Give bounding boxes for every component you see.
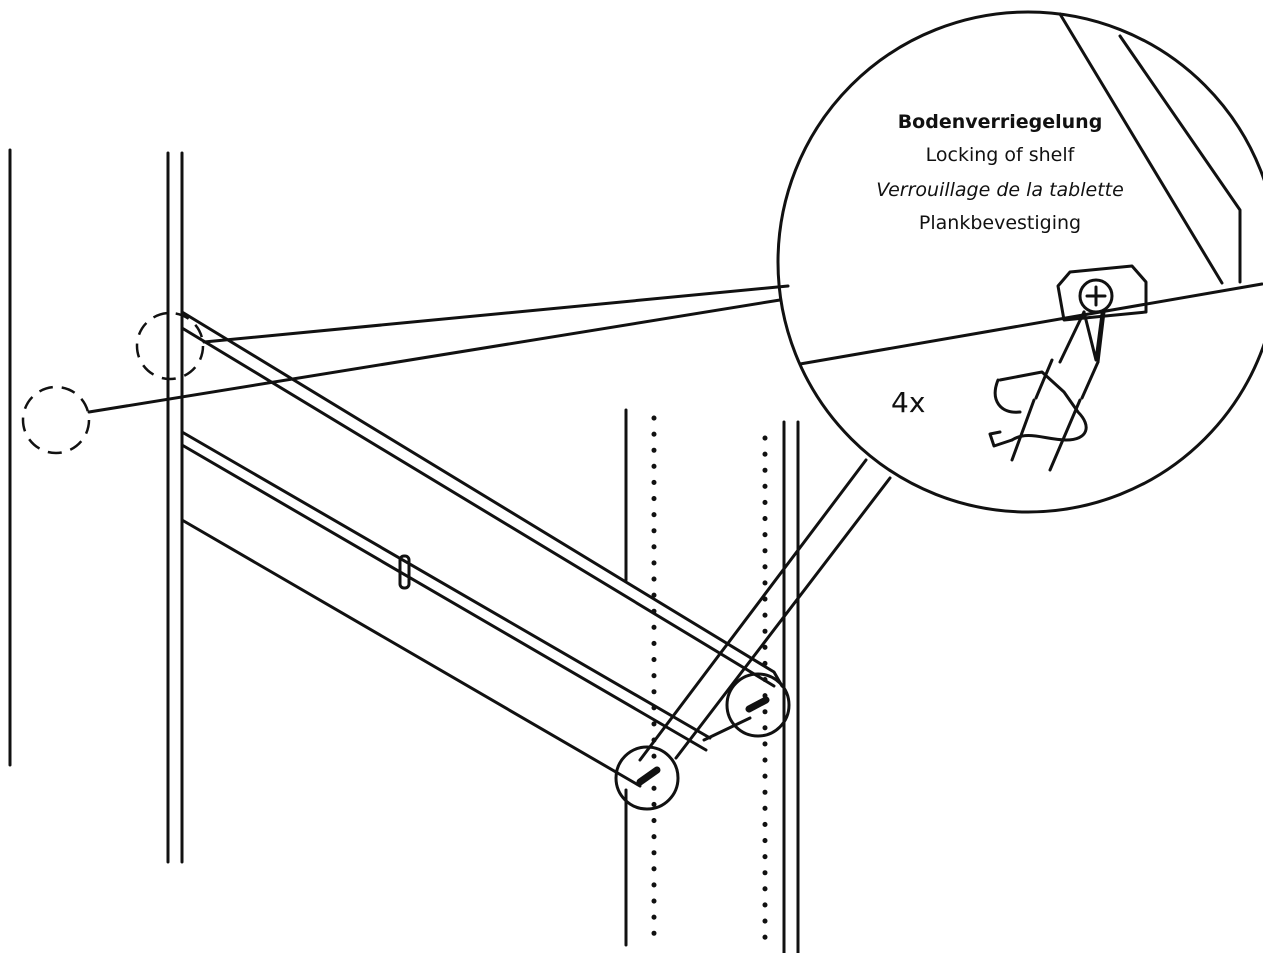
lock-clip-back bbox=[745, 696, 770, 713]
lock-clip-front bbox=[636, 766, 661, 786]
callout-line-3 bbox=[638, 458, 868, 762]
screwdriver-shaft bbox=[1034, 358, 1100, 400]
lock-position-circle-back bbox=[725, 672, 791, 738]
shelf-top-front-edge bbox=[180, 326, 776, 688]
screw-head bbox=[1078, 278, 1114, 314]
callout-label-en: Locking of shelf bbox=[925, 144, 1075, 166]
screw-cross-slot bbox=[1085, 285, 1107, 307]
shelf-corner-edge bbox=[702, 716, 752, 742]
callout-label-nl: Plankbevestiging bbox=[918, 212, 1082, 234]
shelf-pin bbox=[398, 554, 411, 590]
shelf-front-top-edge bbox=[180, 430, 712, 740]
locator-circle-lower bbox=[21, 385, 91, 455]
locking-bracket bbox=[1056, 264, 1148, 322]
hand-turning bbox=[998, 370, 1088, 442]
shelf-bottom-edge bbox=[180, 518, 642, 788]
screwdriver-bit bbox=[1082, 310, 1104, 362]
locator-circle-upper bbox=[135, 311, 205, 381]
rotation-arrow-icon bbox=[988, 430, 1014, 448]
detail-panel-edge-2 bbox=[1118, 34, 1242, 284]
detail-panel-edge-1 bbox=[1058, 12, 1224, 285]
callout-line-2 bbox=[87, 298, 782, 414]
detail-shelf-edge bbox=[798, 282, 1263, 366]
callout-line-1 bbox=[202, 284, 790, 344]
lock-position-circle-front bbox=[614, 745, 680, 811]
shelf-front-bottom-edge bbox=[180, 443, 708, 752]
hand-thumb bbox=[993, 378, 1022, 414]
screwdriver-handle bbox=[1010, 398, 1082, 472]
callout-label-de: Bodenverriegelung bbox=[897, 111, 1103, 133]
detail-magnifier-circle bbox=[776, 10, 1263, 514]
screwdriver-tip bbox=[1058, 310, 1106, 364]
quantity-label: 4x bbox=[891, 386, 926, 419]
callout-line-4 bbox=[674, 476, 892, 760]
callout-label-fr: Verrouillage de la tablette bbox=[876, 179, 1124, 201]
